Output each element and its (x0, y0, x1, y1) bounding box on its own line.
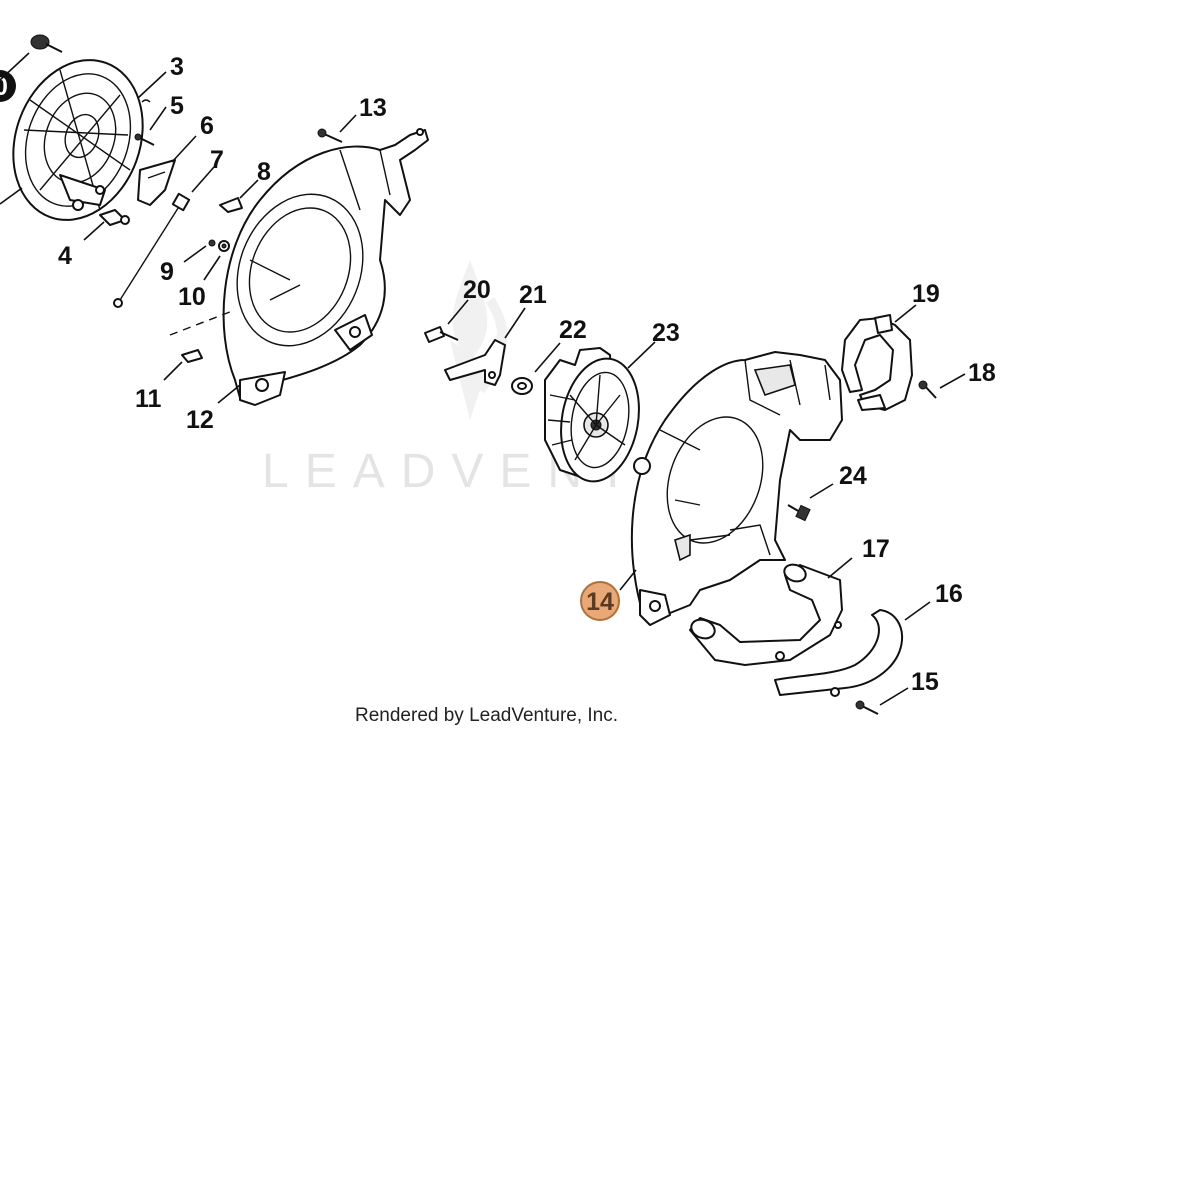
callout-22: 22 (559, 316, 587, 344)
callout-18: 18 (968, 359, 996, 387)
clip-11 (181, 349, 203, 363)
callout-23: 23 (652, 319, 680, 347)
callout-4: 4 (58, 242, 72, 270)
callout-13: 13 (359, 94, 387, 122)
starter-cap (30, 34, 63, 53)
callout-11: 11 (135, 385, 162, 413)
callout-5: 5 (170, 92, 184, 120)
callout-0-label: 0 (0, 73, 8, 101)
spring-clip (141, 99, 151, 103)
callout-24: 24 (839, 462, 867, 490)
bolt-20 (424, 326, 459, 343)
screw-15 (855, 700, 879, 715)
callout-6: 6 (200, 112, 214, 140)
blower-housing (630, 351, 843, 626)
callout-14[interactable]: 14 (586, 588, 614, 616)
assembly-line (169, 309, 236, 336)
callout-3: 3 (170, 53, 184, 81)
handle-bracket (689, 563, 843, 666)
washer-9 (208, 239, 216, 247)
callout-12: 12 (186, 406, 214, 434)
callout-20: 20 (463, 276, 491, 304)
callout-21: 21 (519, 281, 547, 309)
screw-24 (787, 504, 811, 522)
handle-grip (774, 609, 904, 697)
callout-15: 15 (911, 668, 939, 696)
bracket-21 (444, 339, 506, 386)
fan-housing (222, 128, 429, 406)
ignition-lead (113, 192, 191, 308)
screw-18 (918, 380, 937, 399)
pawl (99, 209, 130, 226)
guide-bracket (137, 159, 176, 206)
fan-wheel (544, 347, 640, 483)
pawl-screw (134, 133, 155, 146)
callout-0: 0 (0, 70, 16, 102)
clamp-19 (841, 314, 913, 411)
callout-16: 16 (935, 580, 963, 608)
callout-19: 19 (912, 280, 940, 308)
leader-lines (0, 52, 966, 706)
screw-13 (317, 128, 343, 143)
rewind-starter (12, 59, 144, 221)
clip-8 (219, 197, 243, 213)
callouts: 2 3 4 5 6 7 8 9 10 11 12 13 20 21 22 23 … (58, 53, 996, 696)
callout-9: 9 (160, 258, 174, 286)
washer-10 (218, 240, 230, 252)
callout-14-badge[interactable] (580, 581, 620, 621)
callout-17: 17 (862, 535, 890, 563)
callout-7: 7 (210, 146, 224, 174)
callout-8: 8 (257, 158, 271, 186)
washer-22 (511, 377, 533, 395)
callout-10: 10 (178, 283, 206, 311)
callout-14-highlight[interactable]: 14 (580, 581, 620, 621)
credit-text: Rendered by LeadVenture, Inc. (355, 705, 618, 726)
